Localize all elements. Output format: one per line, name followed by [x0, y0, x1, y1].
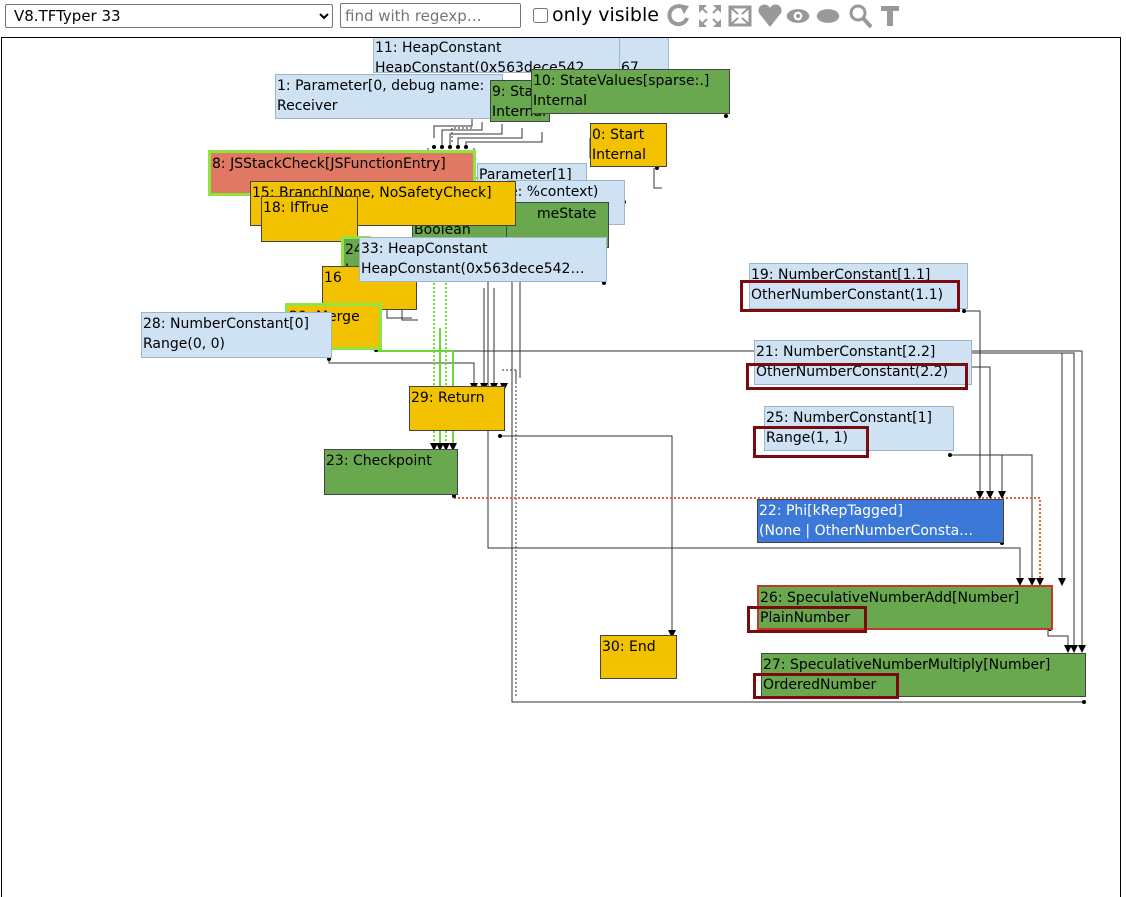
node-type: OrderedNumber	[763, 677, 877, 693]
node-label: 25: NumberConstant[1]	[766, 410, 932, 426]
node-label: 19: NumberConstant[1.1]	[751, 267, 931, 283]
node-type: OtherNumberConstant(1.1)	[751, 287, 944, 303]
phase-select[interactable]: V8.TFTyper 33	[5, 4, 333, 28]
node-label: 9: Sta	[492, 84, 534, 100]
node-label: Parameter[1]	[479, 167, 572, 183]
node-parameter-1[interactable]: Parameter[1]	[477, 163, 587, 185]
node-33-heap-constant[interactable]: 33: HeapConstant HeapConstant(0x563dece5…	[359, 237, 607, 282]
node-19-number-constant[interactable]: 19: NumberConstant[1.1] OtherNumberConst…	[749, 263, 968, 309]
node-18-if-true[interactable]: 18: IfTrue	[261, 196, 358, 242]
annotation-box	[746, 363, 968, 390]
eye-icon[interactable]	[785, 2, 811, 30]
node-label: 33: HeapConstant	[361, 241, 488, 257]
node-label: 30: End	[602, 639, 656, 655]
only-visible-toggle[interactable]: only visible	[531, 2, 659, 28]
node-type: (None | OtherNumberConsta…	[759, 523, 974, 539]
node-type: OtherNumberConstant(2.2)	[756, 364, 949, 380]
annotation-box	[753, 426, 869, 458]
node-label: 22: Phi[kRepTagged]	[759, 503, 903, 519]
node-label: e: %context)	[509, 184, 599, 200]
toolbar: V8.TFTyper 33 only visible	[0, 0, 1126, 36]
node-label: 11: HeapConstant	[375, 40, 502, 56]
node-label: 1: Parameter[0, debug name:	[277, 78, 485, 94]
heart-icon[interactable]	[757, 2, 783, 30]
node-type: PlainNumber	[760, 610, 850, 626]
node-label: 28: NumberConstant[0]	[143, 316, 309, 332]
eye-hidden-icon[interactable]	[815, 2, 841, 30]
node-11-heap-constant[interactable]: 11: HeapConstant HeapConstant(0x563dece5…	[373, 38, 621, 73]
node-28-number-constant[interactable]: 28: NumberConstant[0] Range(0, 0)	[141, 312, 332, 358]
node-label: 29: Return	[411, 390, 485, 406]
node-heap-constant-partial[interactable]: 67…	[619, 38, 669, 73]
node-label: 10: StateValues[sparse:.]	[533, 73, 710, 89]
node-27-speculative-number-multiply[interactable]: 27: SpeculativeNumberMultiply[Number] Or…	[761, 653, 1086, 697]
only-visible-label: only visible	[552, 4, 659, 26]
node-label: meState	[537, 206, 597, 222]
node-type: HeapConstant(0x563dece542…	[361, 261, 585, 277]
node-label: 27: SpeculativeNumberMultiply[Number]	[763, 657, 1051, 673]
node-label: 8: JSStackCheck[JSFunctionEntry]	[212, 156, 446, 172]
only-visible-checkbox[interactable]	[533, 7, 548, 23]
node-label: 21: NumberConstant[2.2]	[756, 344, 936, 360]
node-label: 18: IfTrue	[263, 200, 329, 216]
node-label: 0: Start	[592, 127, 645, 143]
node-10-state-values[interactable]: 10: StateValues[sparse:.] Internal	[531, 69, 730, 114]
node-22-phi[interactable]: 22: Phi[kRepTagged] (None | OtherNumberC…	[757, 499, 1004, 543]
graph-view[interactable]: 11: HeapConstant HeapConstant(0x563dece5…	[1, 37, 1121, 897]
annotation-box	[740, 280, 960, 312]
node-label: 23: Checkpoint	[326, 453, 432, 469]
node-21-number-constant[interactable]: 21: NumberConstant[2.2] OtherNumberConst…	[754, 340, 972, 385]
node-29-return[interactable]: 29: Return	[409, 386, 505, 431]
node-type: Internal	[533, 93, 587, 109]
node-type: Range(0, 0)	[143, 336, 226, 352]
annotation-box	[753, 673, 899, 699]
reload-icon[interactable]	[665, 2, 691, 30]
node-23-checkpoint[interactable]: 23: Checkpoint	[324, 449, 458, 495]
node-type: Receiver	[277, 98, 338, 114]
node-label: 16	[324, 270, 342, 286]
type-icon[interactable]	[877, 2, 903, 30]
node-1-parameter[interactable]: 1: Parameter[0, debug name: Receiver	[275, 74, 503, 119]
search-input[interactable]	[340, 3, 521, 28]
node-label: 26: SpeculativeNumberAdd[Number]	[760, 590, 1020, 606]
annotation-box	[747, 606, 867, 633]
fit-icon[interactable]	[727, 2, 753, 30]
layout-icon[interactable]	[697, 2, 723, 30]
node-label: 24	[345, 242, 363, 258]
node-0-start[interactable]: 0: Start Internal	[590, 123, 667, 167]
node-type: Internal	[592, 147, 646, 163]
node-type: Range(1, 1)	[766, 430, 849, 446]
search-icon[interactable]	[847, 2, 873, 30]
node-30-end[interactable]: 30: End	[600, 635, 677, 679]
